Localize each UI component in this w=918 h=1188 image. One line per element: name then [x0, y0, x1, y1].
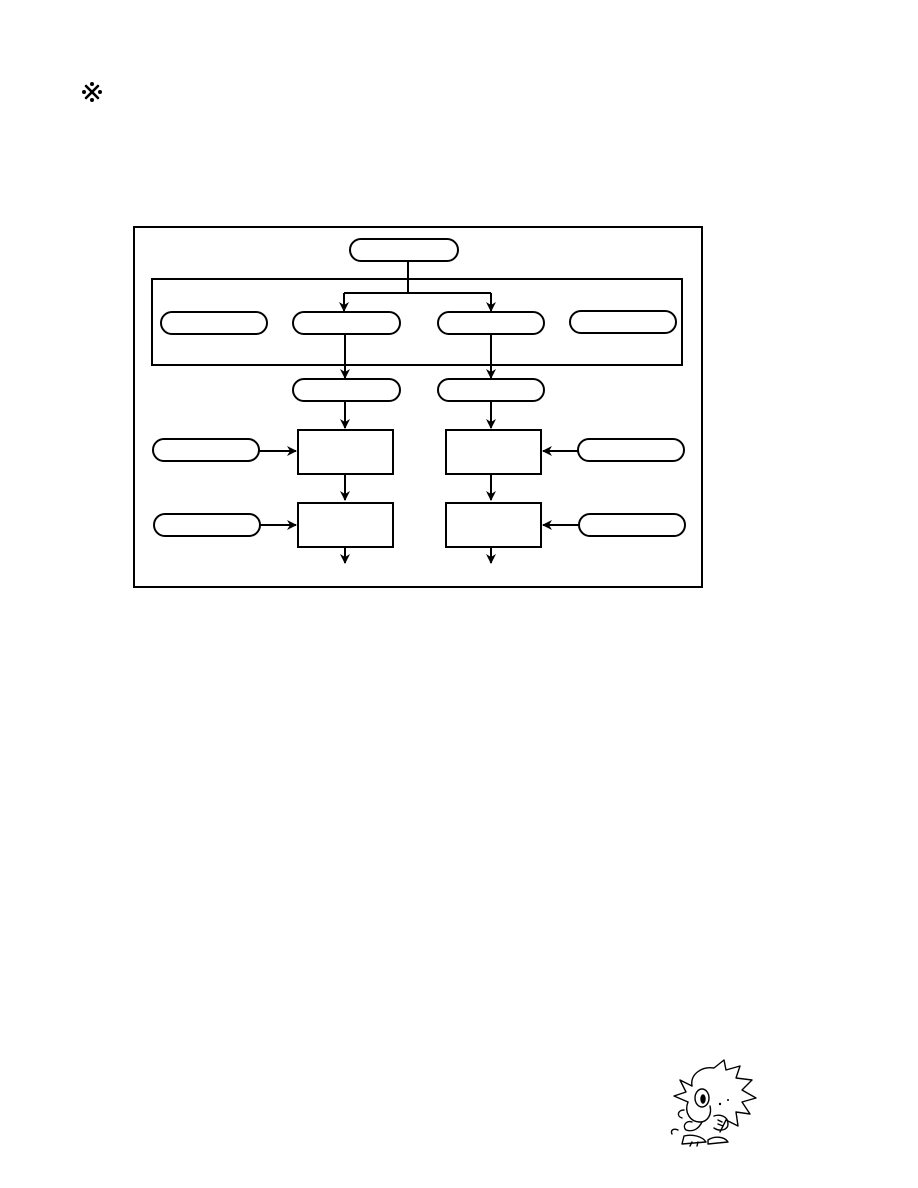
top-split-connector [339, 261, 496, 312]
side-input-left-1 [152, 438, 260, 462]
output-arrows [340, 547, 496, 564]
outer-frame [133, 226, 703, 588]
hedgehog-mascot-icon [670, 1059, 757, 1147]
group-node-2 [292, 311, 401, 335]
process-box-right-1 [445, 429, 542, 475]
side-input-right-2 [578, 513, 686, 537]
reference-mark-icon [82, 82, 102, 102]
side-input-right-1 [577, 438, 685, 462]
process-box-left-1 [297, 429, 394, 475]
process-box-left-2 [297, 502, 394, 548]
mid-to-process-arrows [340, 401, 496, 429]
group-node-4 [569, 310, 677, 334]
group-node-3 [437, 311, 545, 335]
process-row-arrows [340, 474, 496, 501]
mid-node-right [437, 378, 545, 402]
group-node-1 [160, 311, 268, 335]
side-input-left-2 [153, 513, 261, 537]
group-frame [151, 278, 683, 366]
process-box-right-2 [445, 502, 542, 548]
mid-node-left [292, 378, 401, 402]
group-to-mid-arrows [340, 334, 496, 379]
top-node [349, 238, 459, 262]
